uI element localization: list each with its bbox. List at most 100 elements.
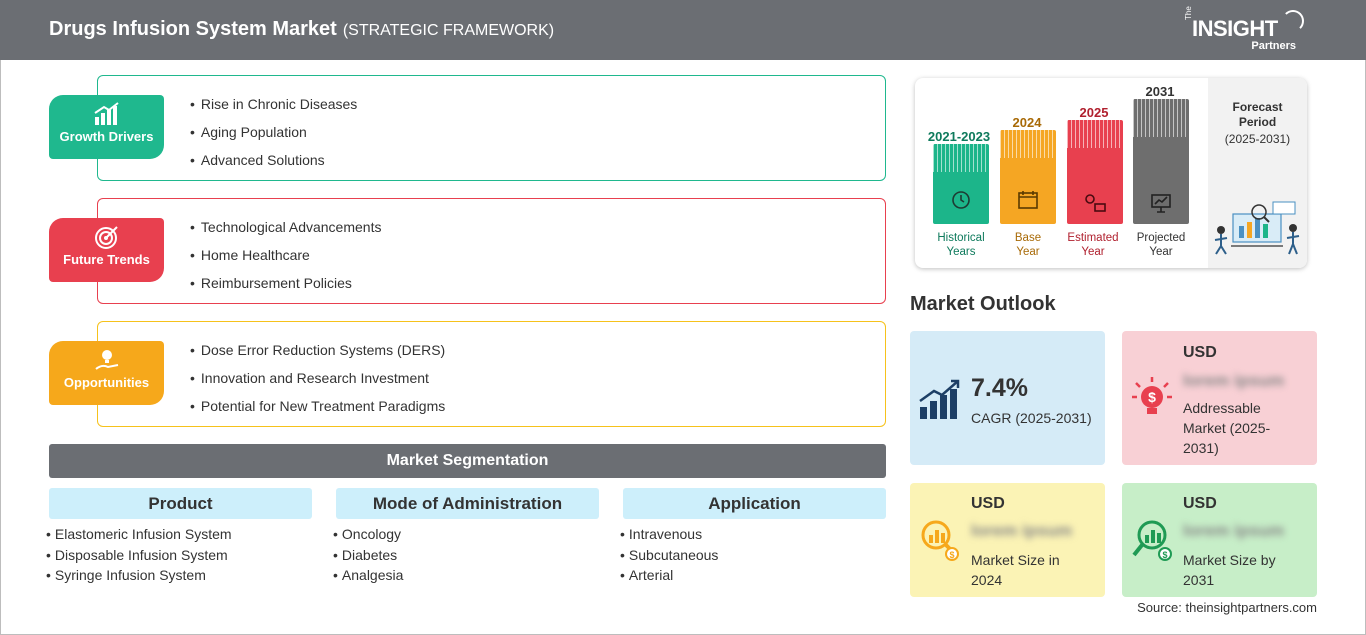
idea-bulb-dollar-icon: $ <box>1132 377 1172 414</box>
list-item: Syringe Infusion System <box>46 566 232 587</box>
list-item: Analgesia <box>333 566 404 587</box>
list-item: Intravenous <box>620 525 718 546</box>
size-2031-currency: USD <box>1183 495 1217 512</box>
timeline-label-estimated: Estimated Year <box>1053 231 1133 259</box>
future-trends-list: Technological Advancements Home Healthca… <box>190 217 382 301</box>
future-trends-box: Technological Advancements Home Healthca… <box>97 198 886 304</box>
presentation-board-icon <box>1151 194 1171 213</box>
timeline-bar-projected <box>1133 99 1189 224</box>
label-line: Year <box>1081 246 1105 258</box>
label-line: 2024 <box>971 572 1003 588</box>
timeline-bar-estimated <box>1067 120 1123 224</box>
list-item: Innovation and Research Investment <box>190 368 445 396</box>
label-line: Projected <box>1136 232 1186 244</box>
future-trends-label: Future Trends <box>63 252 150 267</box>
calendar-icon <box>1018 191 1038 209</box>
opportunities-label: Opportunities <box>63 375 150 390</box>
history-clock-icon <box>952 191 970 209</box>
svg-text:$: $ <box>1148 389 1156 405</box>
page-title: Drugs Infusion System Market (STRATEGIC F… <box>49 18 554 41</box>
analytics-team-illustration-icon <box>1214 201 1300 255</box>
market-size-2024-card: $ USD lorem ipsum Market Size in 2024 <box>910 483 1105 597</box>
timeline-bar-base <box>1000 130 1056 224</box>
cagr-label: CAGR (2025-2031) <box>971 410 1092 426</box>
forecast-range: (2025-2031) <box>1224 132 1291 146</box>
growth-chart-icon <box>919 379 960 419</box>
brand-partners: Partners <box>1251 40 1296 52</box>
list-item: Subcutaneous <box>620 546 719 567</box>
opportunities-box: Dose Error Reduction Systems (DERS) Inno… <box>97 321 886 427</box>
magnifier-chart-coin-icon: $ <box>921 520 959 561</box>
page-subtitle: (STRATEGIC FRAMEWORK) <box>342 22 555 39</box>
label-line: Market Size by <box>1183 552 1276 568</box>
addressable-currency: USD <box>1183 344 1217 361</box>
list-item: Advanced Solutions <box>190 150 357 178</box>
label-line: Market Size in <box>971 552 1060 568</box>
timeline-year-base: 2024 <box>1012 115 1042 130</box>
source-credit[interactable]: Source: theinsightpartners.com <box>1137 600 1317 615</box>
label-line: Year <box>1149 246 1173 258</box>
label-line: Base <box>1014 232 1042 244</box>
forecast-title: Forecast Period <box>1208 100 1307 130</box>
label-line: Year <box>1016 246 1040 258</box>
brand-arc-icon <box>1282 10 1304 32</box>
list-item: Rise in Chronic Diseases <box>190 94 357 122</box>
future-trends-badge: Future Trends <box>49 218 164 282</box>
magnifier-growth-icon: $ <box>1132 520 1172 561</box>
timeline-label-projected: Projected Year <box>1121 231 1201 259</box>
list-item: Oncology <box>333 525 403 546</box>
forecast-title-line: Period <box>1238 115 1277 129</box>
segment-heading-application: Application <box>623 488 886 519</box>
list-item: Home Healthcare <box>190 245 381 273</box>
timeline-year-estimated: 2025 <box>1079 105 1109 120</box>
timeline-year-projected: 2031 <box>1145 84 1175 99</box>
list-item: Reimbursement Policies <box>190 273 381 301</box>
segment-heading-mode: Mode of Administration <box>336 488 599 519</box>
growth-drivers-badge: Growth Drivers <box>49 95 164 159</box>
segment-list-application: Intravenous Subcutaneous Arterial <box>620 525 719 587</box>
list-item: Disposable Infusion System <box>46 546 232 567</box>
label-line: 2031) <box>1183 440 1219 456</box>
svg-text:$: $ <box>949 550 954 560</box>
segment-list-mode: Oncology Diabetes Analgesia <box>333 525 404 587</box>
list-item: Arterial <box>620 566 718 587</box>
addressable-label: Addressable Market (2025- 2031) <box>1183 398 1270 458</box>
cagr-card: 7.4% CAGR (2025-2031) <box>910 331 1105 465</box>
label-line: Historical <box>937 232 985 244</box>
opportunities-list: Dose Error Reduction Systems (DERS) Inno… <box>190 340 445 424</box>
label-line: 2031 <box>1183 572 1215 588</box>
growth-drivers-box: Rise in Chronic Diseases Aging Populatio… <box>97 75 886 181</box>
header-bar: Drugs Infusion System Market (STRATEGIC F… <box>0 0 1366 60</box>
brand-logo[interactable]: The INSIGHT Partners <box>1184 6 1304 54</box>
size-2024-currency: USD <box>971 495 1005 512</box>
svg-text:$: $ <box>1162 550 1167 560</box>
list-item: Potential for New Treatment Paradigms <box>190 396 445 424</box>
list-item: Dose Error Reduction Systems (DERS) <box>190 340 445 368</box>
brand-name: INSIGHT <box>1192 16 1278 41</box>
market-size-2031-card: $ USD lorem ipsum Market Size by 2031 <box>1122 483 1317 597</box>
list-item: Technological Advancements <box>190 217 382 245</box>
list-item: Elastomeric Infusion System <box>46 525 232 546</box>
addressable-value-blurred: lorem ipsum <box>1183 371 1285 390</box>
growth-drivers-list: Rise in Chronic Diseases Aging Populatio… <box>190 94 357 178</box>
label-line: Estimated <box>1067 232 1119 244</box>
gears-chart-icon <box>1085 194 1106 212</box>
timeline-label-base: Base Year <box>988 231 1068 259</box>
timeline-bar-historical <box>933 144 989 224</box>
list-item: Diabetes <box>333 546 403 567</box>
growth-drivers-label: Growth Drivers <box>59 129 154 144</box>
label-line: Years <box>946 246 976 258</box>
lightbulb-hand-icon <box>94 350 118 370</box>
label-line: Market (2025- <box>1183 420 1271 436</box>
page-title-text: Drugs Infusion System Market <box>49 18 337 40</box>
label-line: Addressable <box>1183 400 1261 416</box>
size-2024-label: Market Size in 2024 <box>971 550 1060 590</box>
addressable-market-card: $ USD lorem ipsum Addressable Market (20… <box>1122 331 1317 465</box>
segment-list-product: Elastomeric Infusion System Disposable I… <box>46 525 232 587</box>
timeline-card: 2021-2023 Historical Years 2024 Base Yea… <box>915 78 1307 268</box>
list-item: Aging Population <box>190 122 357 150</box>
market-outlook-title: Market Outlook <box>910 293 1056 315</box>
timeline-year-historical: 2021-2023 <box>927 129 991 144</box>
segment-heading-product: Product <box>49 488 312 519</box>
size-2031-value-blurred: lorem ipsum <box>1183 521 1285 540</box>
